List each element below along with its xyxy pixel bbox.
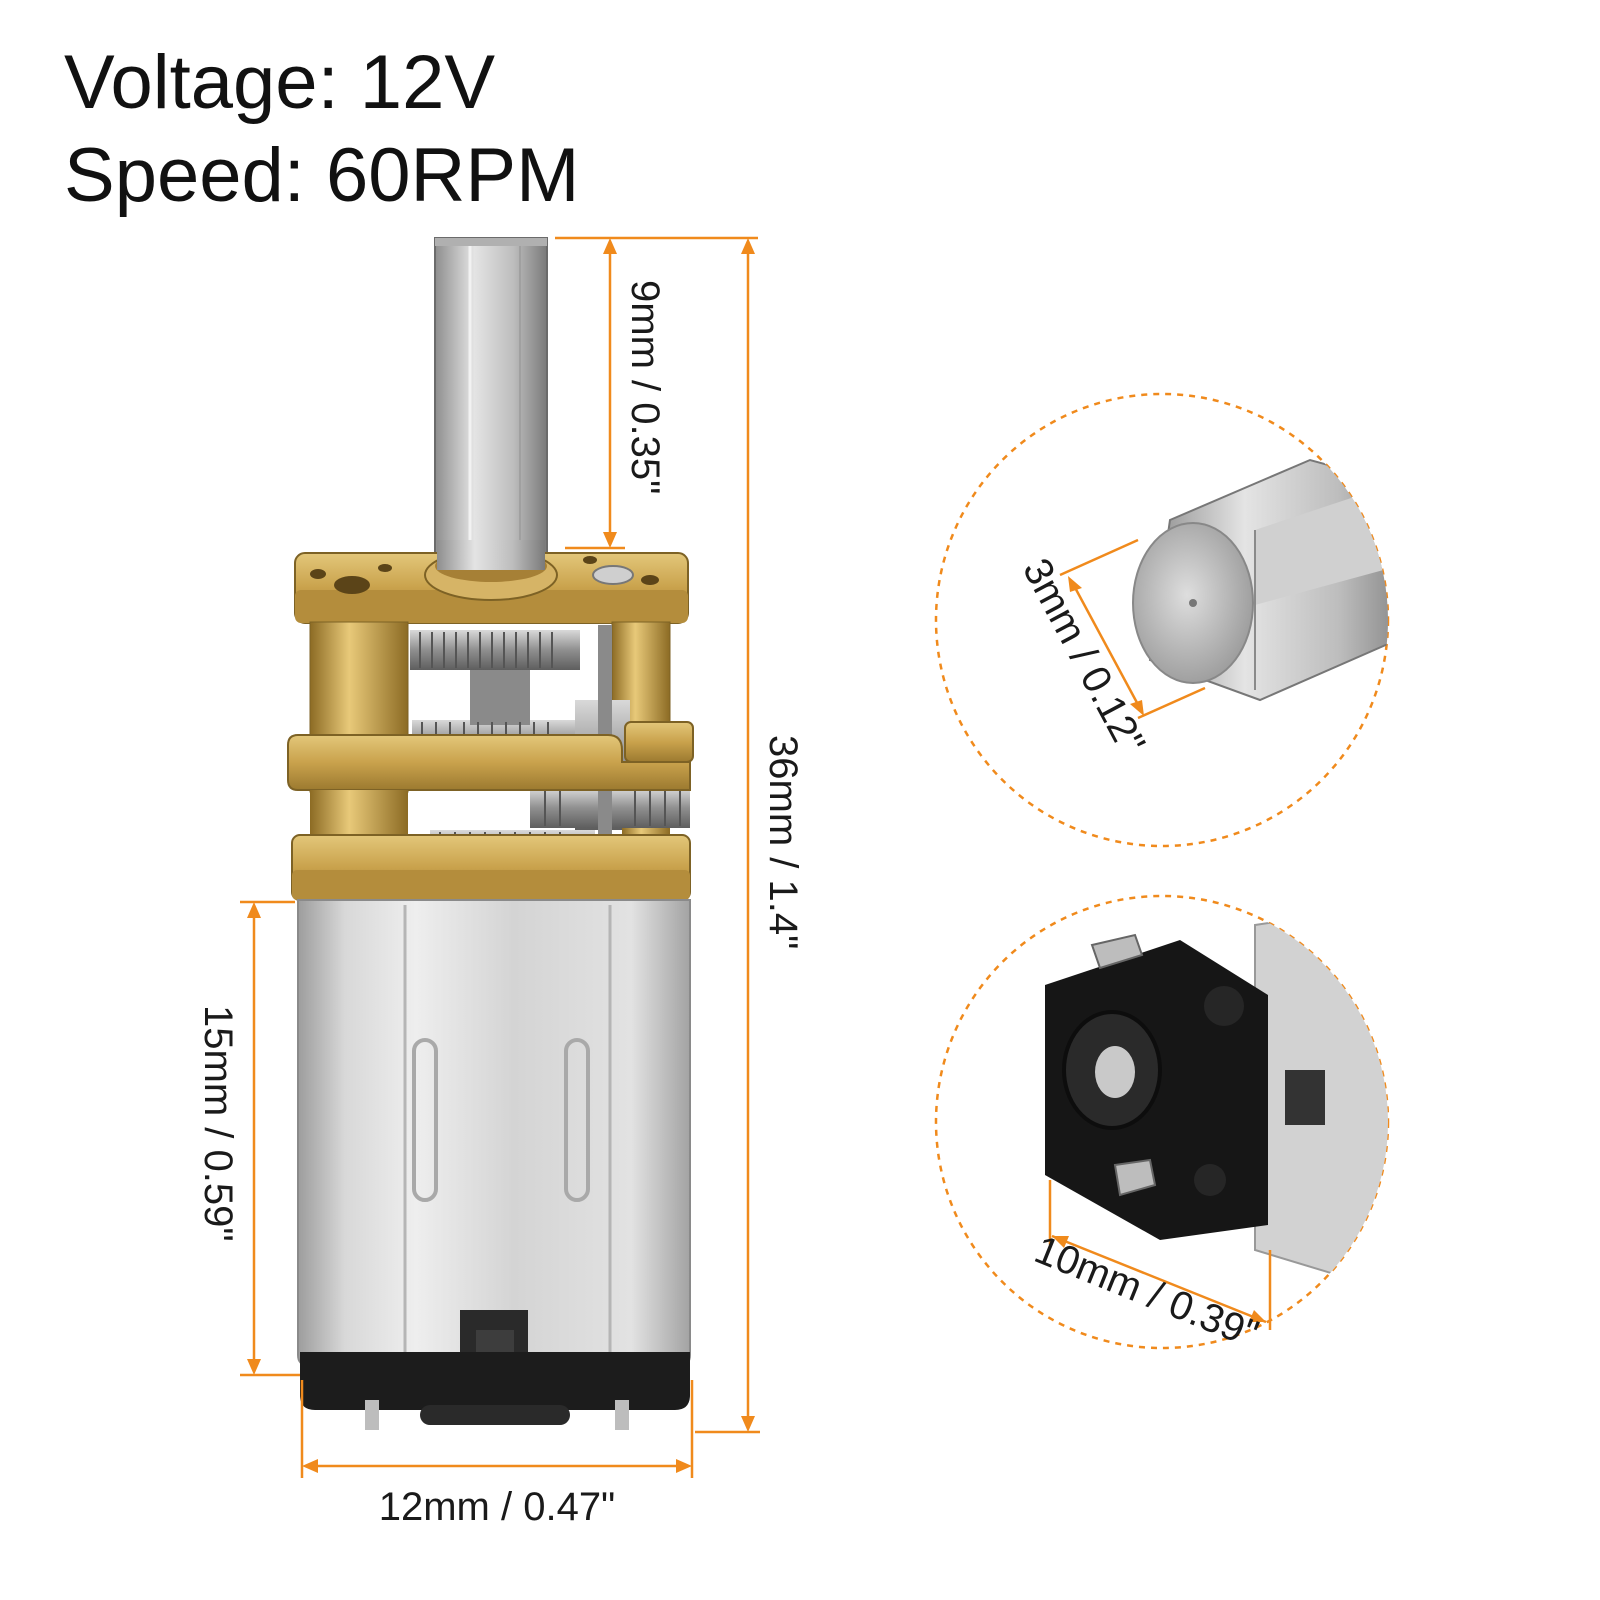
motor-width-label: 12mm / 0.47" [379,1485,616,1529]
top-gear-plate [294,540,689,624]
end-cap [300,1352,690,1430]
gear-motor [287,237,694,1430]
shaft-length-label: 9mm / 0.35" [623,280,667,494]
dimension-arrows [247,238,755,1473]
shaft-end-detail [934,392,1390,848]
middle-gear-plate [287,734,691,791]
end-cap-detail [934,894,1390,1350]
motor-length-label: 15mm / 0.59" [196,1005,240,1242]
voltage-spec: Voltage: 12V [64,40,496,125]
motor-can [297,899,691,1366]
bottom-gear-plate [291,834,691,901]
output-shaft [434,237,548,569]
speed-spec: Speed: 60RPM [64,133,580,218]
total-length-label: 36mm / 1.4" [761,735,805,949]
dimension-lines [240,236,760,1478]
